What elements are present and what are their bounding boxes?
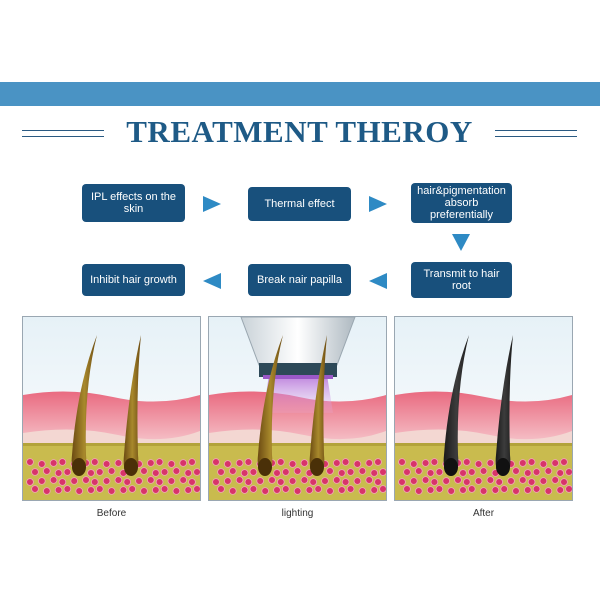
- step-break-papilla: Break nair papilla: [248, 264, 351, 296]
- caption-after: After: [472, 508, 495, 519]
- step-transmit: Transmit to hair root: [411, 262, 512, 298]
- arrow-right-icon: [369, 196, 387, 212]
- ipl-handpiece: [240, 317, 356, 366]
- dermis-band: [23, 429, 200, 445]
- title-row: TREATMENT THEROY: [0, 112, 600, 156]
- panel-lighting: [208, 316, 387, 501]
- arrow-down-icon: [452, 234, 470, 251]
- top-accent-band: [0, 82, 600, 106]
- step-thermal-effect: Thermal effect: [248, 187, 351, 221]
- arrow-left-icon: [203, 273, 221, 289]
- fat-layer-edge: [209, 443, 386, 446]
- hair-strand: [257, 335, 283, 475]
- hair-strand: [71, 335, 97, 475]
- panel-before: [22, 316, 201, 501]
- hair-strand: [495, 335, 513, 475]
- arrow-right-icon: [203, 196, 221, 212]
- hair-bulb: [496, 458, 510, 476]
- caption-lighting: lighting: [281, 508, 314, 519]
- dermis-band: [395, 429, 572, 445]
- hair-bulb: [444, 458, 458, 476]
- hair-strand: [309, 335, 327, 475]
- fat-layer-edge: [23, 443, 200, 446]
- hair-bulb: [124, 458, 138, 476]
- handpiece-tip: [259, 363, 337, 377]
- skin-diagram-before: [23, 317, 200, 500]
- hair-strand: [123, 335, 141, 475]
- title-rule-left: [22, 130, 104, 137]
- page-title: TREATMENT THEROY: [126, 114, 473, 149]
- light-emitter: [263, 375, 333, 379]
- step-inhibit-growth: Inhibit hair growth: [82, 264, 185, 296]
- hair-bulb: [310, 458, 324, 476]
- title-rule-right: [495, 130, 577, 137]
- dermis-band: [209, 429, 386, 445]
- hair-bulb: [72, 458, 86, 476]
- fat-layer-edge: [395, 443, 572, 446]
- panel-after: [394, 316, 573, 501]
- arrow-left-icon: [369, 273, 387, 289]
- step-absorb: hair&pigmentation absorb preferentially: [411, 183, 512, 223]
- caption-before: Before: [96, 508, 127, 519]
- step-ipl-effects: IPL effects on the skin: [82, 184, 185, 222]
- skin-diagram-lighting: [209, 317, 386, 500]
- fat-cells: [26, 458, 200, 495]
- skin-diagram-after: [395, 317, 572, 500]
- hair-bulb: [258, 458, 272, 476]
- hair-strand: [443, 335, 469, 475]
